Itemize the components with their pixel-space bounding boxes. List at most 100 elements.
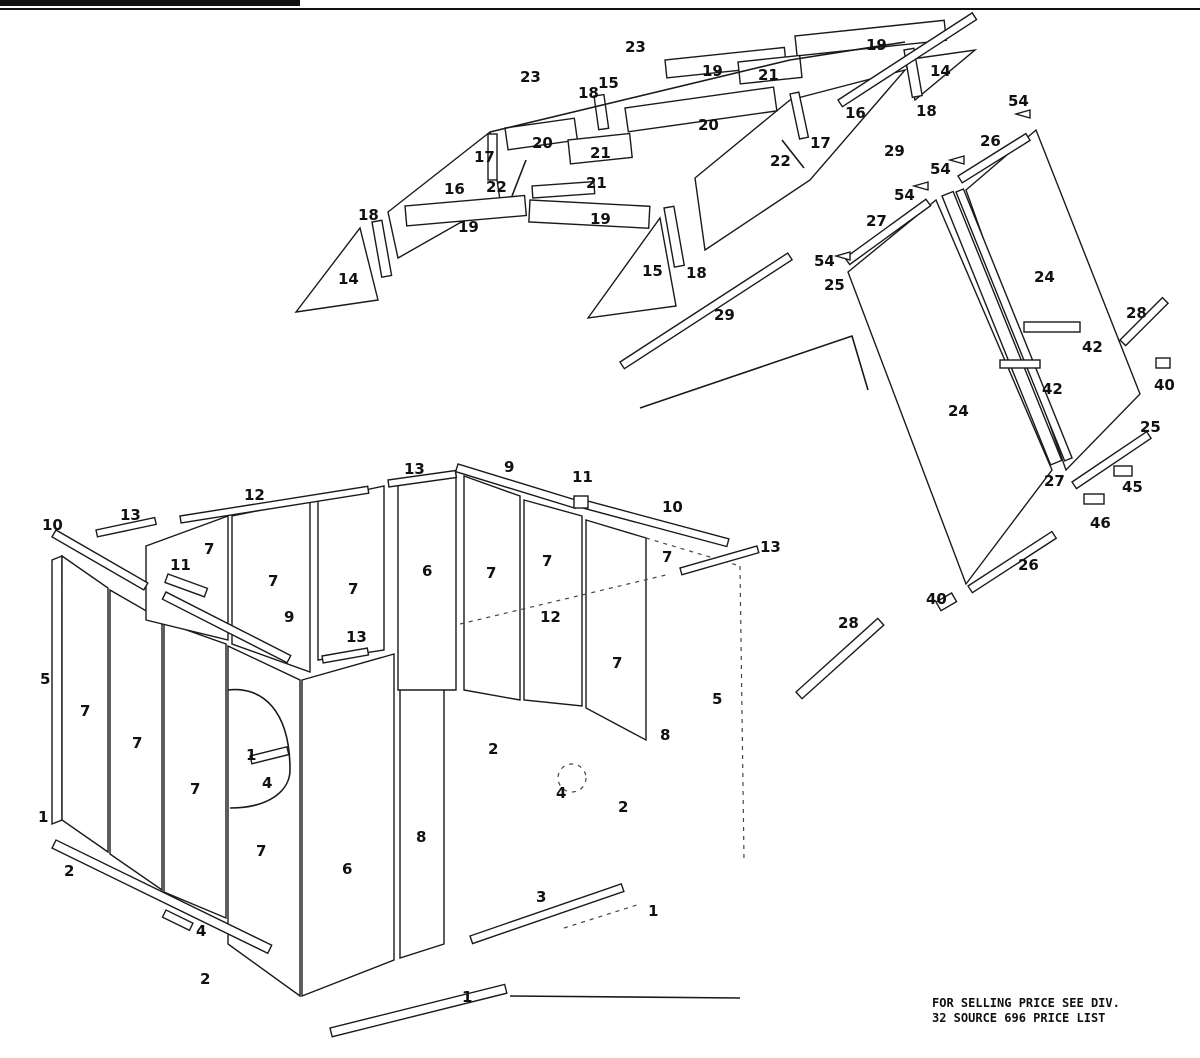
part-label-27: 27	[1044, 472, 1065, 490]
part-label-7: 7	[204, 540, 214, 558]
part-label-12: 12	[540, 608, 561, 626]
door-track-26-bottom	[967, 530, 1058, 594]
price-list-note-line-1: FOR SELLING PRICE SEE DIV.	[932, 996, 1120, 1010]
part-label-7: 7	[542, 552, 552, 570]
wall-assembly	[51, 463, 760, 1038]
purlin-29-lower	[619, 252, 794, 370]
part-label-7: 7	[80, 702, 90, 720]
side-panel-7-g	[585, 519, 647, 742]
price-list-note-line-2: 32 SOURCE 696 PRICE LIST	[932, 1011, 1106, 1025]
part-label-2: 2	[618, 798, 628, 816]
part-label-12: 12	[244, 486, 265, 504]
part-label-27: 27	[866, 212, 887, 230]
part-label-22: 22	[486, 178, 507, 196]
door-assembly	[639, 109, 1171, 700]
part-label-5: 5	[712, 690, 722, 708]
part-label-19: 19	[866, 36, 887, 54]
part-label-23: 23	[520, 68, 541, 86]
part-label-1: 1	[462, 988, 472, 1006]
threshold-rule	[509, 995, 741, 999]
stud-17-right	[789, 91, 810, 140]
door-rail-28-lower	[795, 617, 885, 700]
part-label-24: 24	[1034, 268, 1055, 286]
ridge-line-right	[789, 41, 906, 61]
part-label-1: 1	[38, 808, 48, 826]
top-plate-12-rear	[179, 485, 370, 524]
side-panel-7-f	[523, 499, 583, 707]
gable-triangle-right-front	[586, 216, 677, 319]
door-opening-outline	[639, 335, 869, 409]
beam-20-left	[504, 117, 579, 151]
cap-13-c	[321, 647, 370, 664]
part-label-26: 26	[980, 132, 1001, 150]
part-label-26: 26	[1018, 556, 1039, 574]
part-label-29: 29	[714, 306, 735, 324]
part-label-7: 7	[486, 564, 496, 582]
connector-4-center	[557, 763, 587, 793]
header-line	[0, 8, 1200, 10]
stud-17-left	[487, 133, 498, 181]
part-label-2: 2	[488, 740, 498, 758]
cap-13-b	[387, 469, 458, 488]
block-21-a	[567, 132, 633, 165]
part-label-2: 2	[64, 862, 74, 880]
part-label-4: 4	[196, 922, 206, 940]
part-label-10: 10	[662, 498, 683, 516]
part-label-46: 46	[1090, 514, 1111, 532]
part-label-18: 18	[686, 264, 707, 282]
ridge-line-left	[489, 59, 791, 133]
part-label-54: 54	[930, 160, 951, 178]
clip-54-d	[833, 251, 851, 261]
part-label-28: 28	[1126, 304, 1147, 322]
part-label-11: 11	[572, 468, 593, 486]
roof-assembly	[294, 11, 978, 370]
corner-post-5	[51, 554, 63, 826]
connector-4-lower	[161, 909, 194, 932]
part-label-29: 29	[884, 142, 905, 160]
part-label-16: 16	[444, 180, 465, 198]
part-label-25: 25	[1140, 418, 1161, 436]
wall-panel-7-b	[109, 588, 163, 892]
handle-42-b	[999, 359, 1041, 369]
part-label-42: 42	[1042, 380, 1063, 398]
part-label-45: 45	[1122, 478, 1143, 496]
stop-40-upper	[1155, 357, 1171, 369]
side-panel-7-e	[463, 475, 521, 701]
end-panel-6-front	[301, 653, 395, 998]
part-label-7: 7	[132, 734, 142, 752]
part-label-17: 17	[810, 134, 831, 152]
clip-54-b	[947, 155, 965, 165]
part-label-14: 14	[930, 62, 951, 80]
header-rule	[0, 0, 1200, 12]
guide-46	[1083, 493, 1105, 505]
part-label-21: 21	[590, 144, 611, 162]
connector-4-upper	[249, 745, 290, 765]
floor-rail-1-rear	[563, 903, 641, 929]
part-label-19: 19	[702, 62, 723, 80]
part-label-18: 18	[916, 102, 937, 120]
beam-19-front-left	[404, 194, 528, 227]
part-label-8: 8	[660, 726, 670, 744]
post-18-front	[663, 205, 686, 268]
part-label-19: 19	[458, 218, 479, 236]
part-label-54: 54	[1008, 92, 1029, 110]
part-label-23: 23	[625, 38, 646, 56]
wall-panel-7-d	[227, 644, 301, 998]
part-label-7: 7	[268, 572, 278, 590]
cap-13-a	[95, 516, 157, 538]
part-label-1: 1	[246, 746, 256, 764]
part-label-21: 21	[758, 66, 779, 84]
part-label-9: 9	[284, 608, 294, 626]
part-label-13: 13	[120, 506, 141, 524]
stop-40-lower	[935, 592, 958, 612]
part-label-15: 15	[642, 262, 663, 280]
gable-triangle-left	[294, 226, 379, 313]
door-jamb-27-b	[955, 188, 1073, 462]
part-label-7: 7	[190, 780, 200, 798]
part-label-2: 2	[200, 970, 210, 988]
part-label-1: 1	[648, 902, 658, 920]
door-jamb-27	[941, 190, 1063, 466]
part-label-4: 4	[556, 784, 566, 802]
part-label-13: 13	[760, 538, 781, 556]
